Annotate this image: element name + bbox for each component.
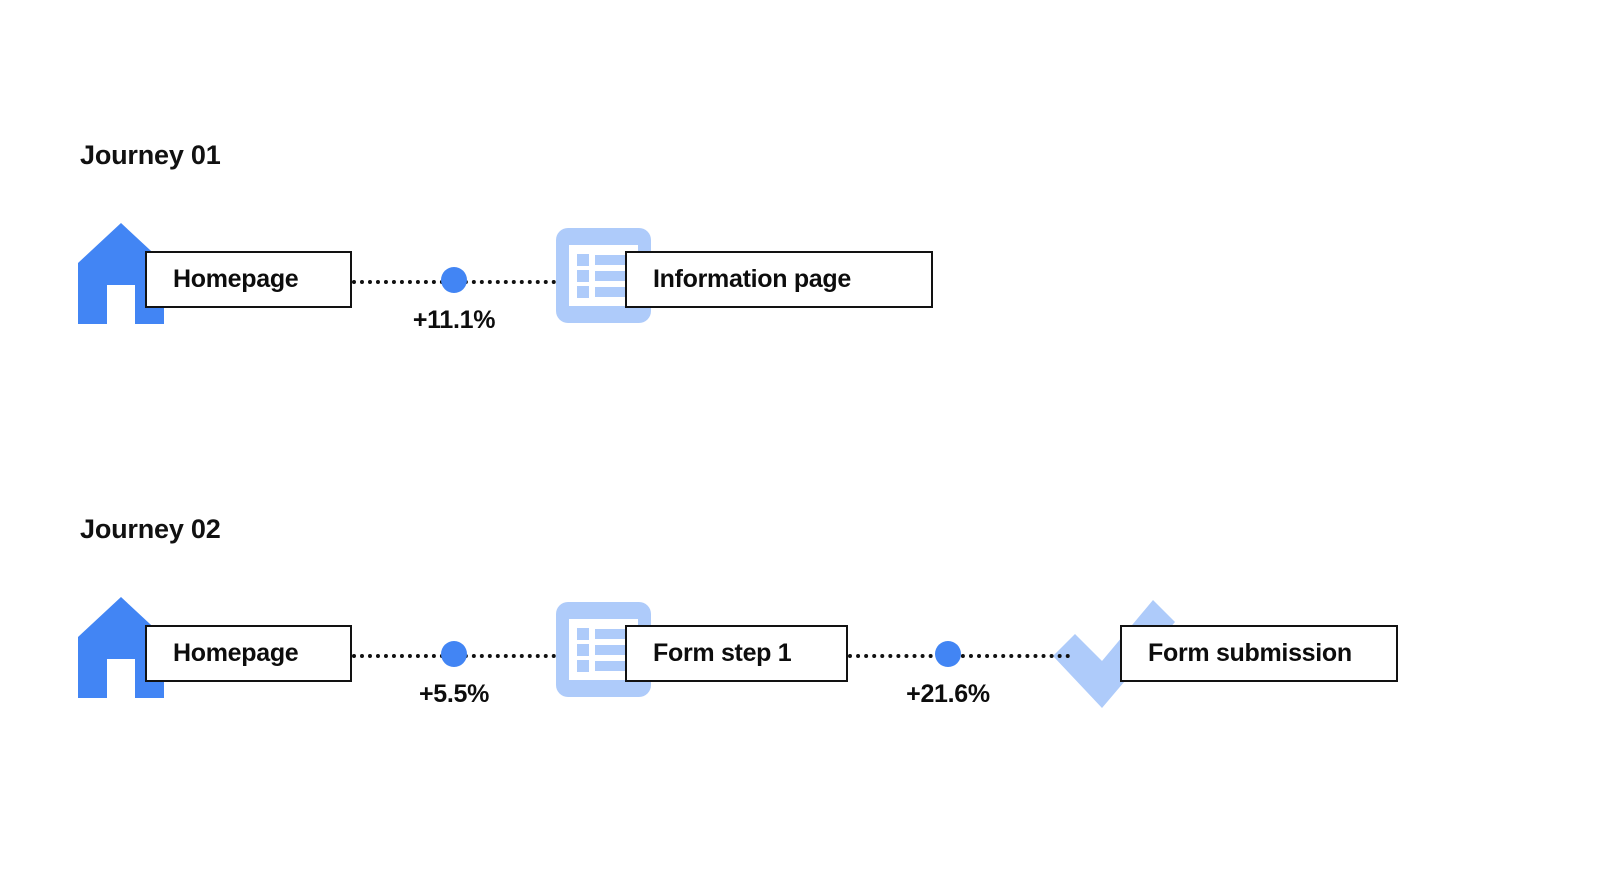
home-icon [78, 223, 164, 324]
node-box-homepage[interactable]: Homepage [145, 625, 352, 682]
connector-percentage-label: +5.5% [418, 680, 490, 708]
journey-section-02: Journey 02 Homepage +5.5% [0, 440, 1601, 874]
connector-percentage-label: +21.6% [906, 680, 990, 708]
node-box-form-submission[interactable]: Form submission [1120, 625, 1398, 682]
node-label: Homepage [173, 639, 299, 667]
home-icon [78, 597, 164, 698]
journey-section-01: Journey 01 Homepage +11.1% [78, 140, 933, 334]
connector-dot[interactable] [441, 641, 467, 667]
node-label: Form submission [1148, 639, 1352, 667]
journey-title: Journey 01 [80, 140, 221, 170]
node-label: Homepage [173, 265, 299, 293]
journey-title: Journey 02 [80, 514, 221, 544]
node-label: Information page [653, 265, 851, 293]
connector-percentage-label: +11.1% [412, 306, 496, 334]
node-box-information-page[interactable]: Information page [625, 251, 933, 308]
node-box-form-step-1[interactable]: Form step 1 [625, 625, 848, 682]
node-box-homepage[interactable]: Homepage [145, 251, 352, 308]
connector-dot[interactable] [935, 641, 961, 667]
connector-dot[interactable] [441, 267, 467, 293]
node-label: Form step 1 [653, 639, 792, 667]
